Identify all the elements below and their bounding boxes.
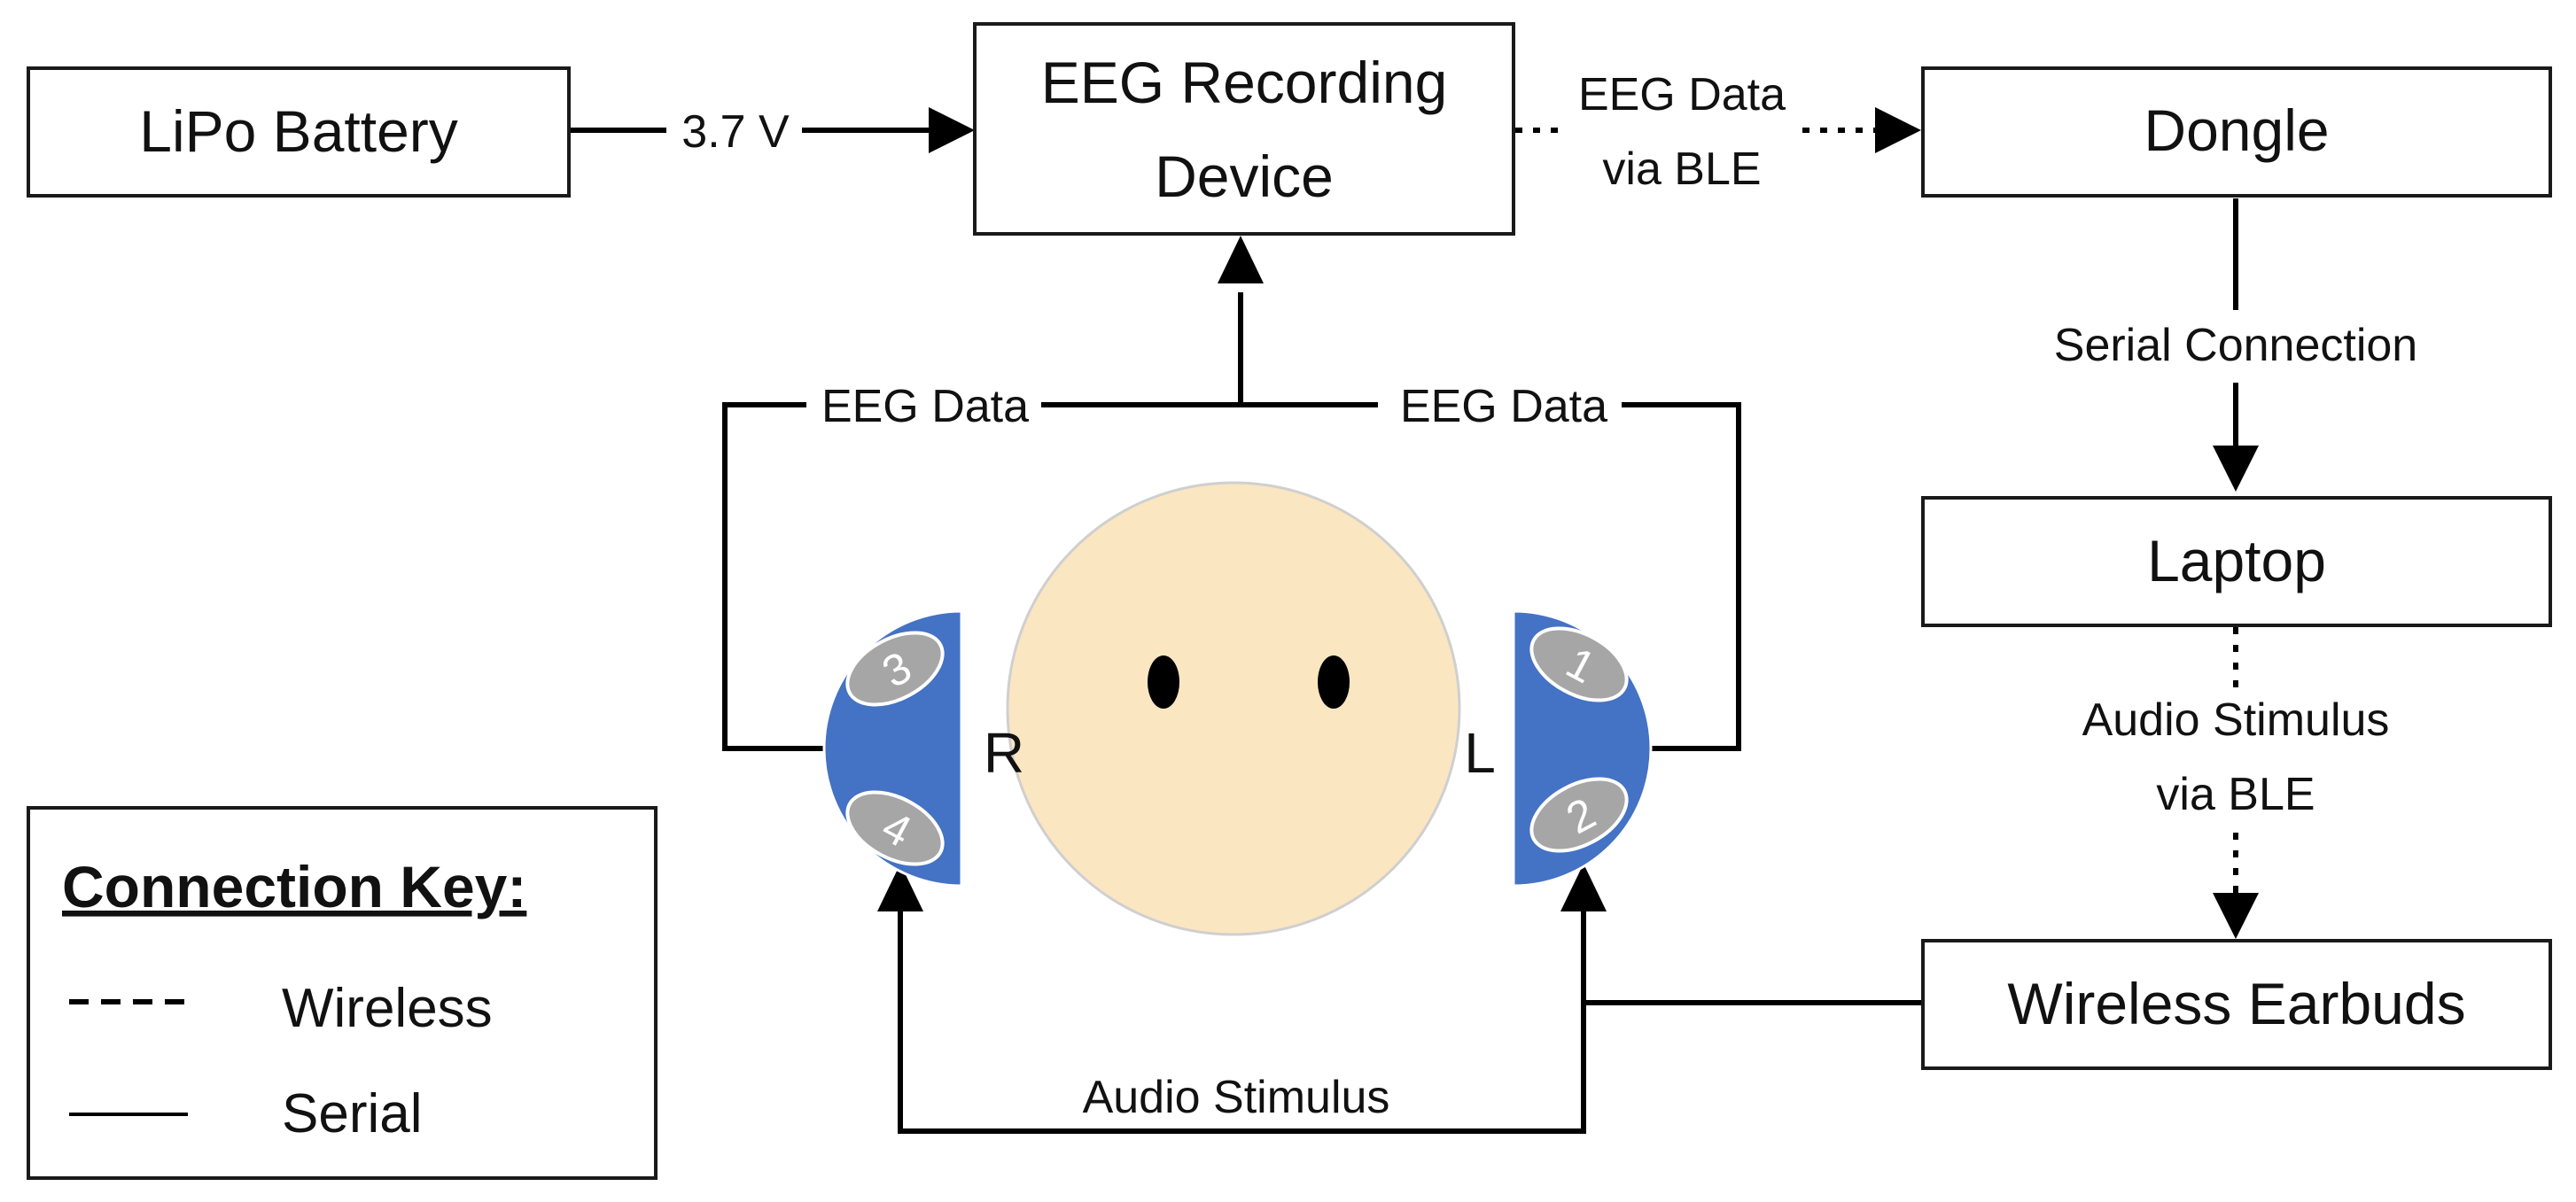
right-side-label: R xyxy=(984,721,1024,785)
left-earbud: 1 2 xyxy=(1512,609,1653,888)
eeg-data-left-wire xyxy=(1622,402,1741,751)
eeg-data-right-wire xyxy=(722,402,833,751)
ble-eeg-data-label-line1: EEG Data xyxy=(1578,69,1786,120)
eeg-data-up-arrowhead xyxy=(1218,236,1264,283)
battery-box: LiPo Battery xyxy=(27,66,571,198)
audio-ble-label-line2: via BLE xyxy=(2156,769,2315,820)
wireless-earbuds-label: Wireless Earbuds xyxy=(2007,971,2465,1036)
eeg-device-label-line2: Device xyxy=(1155,143,1334,209)
device-to-dongle-arrowhead xyxy=(1875,107,1921,153)
dongle-to-laptop-arrowhead xyxy=(2213,446,2259,492)
eeg-data-left-label: EEG Data xyxy=(1400,381,1607,432)
battery-label: LiPo Battery xyxy=(139,98,458,164)
battery-to-device-arrowhead xyxy=(929,107,975,153)
wireless-earbuds-box: Wireless Earbuds xyxy=(1921,939,2552,1070)
dongle-label: Dongle xyxy=(2144,97,2329,163)
eeg-device-label-line1: EEG Recording xyxy=(1041,50,1448,115)
eeg-data-right-label: EEG Data xyxy=(821,381,1029,432)
electrode-1 xyxy=(1529,626,1629,702)
key-wireless-label: Wireless xyxy=(282,978,493,1039)
dongle-box: Dongle xyxy=(1921,66,2552,198)
key-serial-label: Serial xyxy=(282,1083,423,1144)
head-circle xyxy=(1006,481,1461,936)
right-eye xyxy=(1148,655,1179,709)
laptop-label: Laptop xyxy=(2147,528,2326,593)
voltage-label: 3.7 V xyxy=(681,106,790,158)
serial-connection-label: Serial Connection xyxy=(2054,320,2417,371)
laptop-to-earbuds-arrowhead xyxy=(2213,893,2259,939)
ble-eeg-data-label-line2: via BLE xyxy=(1602,143,1761,195)
left-side-label: L xyxy=(1464,721,1496,785)
electrode-4 xyxy=(845,790,945,866)
electrode-2 xyxy=(1529,777,1629,853)
laptop-box: Laptop xyxy=(1921,496,2552,627)
audio-stimulus-wire xyxy=(898,905,1586,1134)
eeg-recording-device-box: EEG Recording Device xyxy=(973,22,1515,236)
right-earbud: 3 4 xyxy=(822,609,963,888)
connection-key: Connection Key: Wireless Serial xyxy=(27,806,658,1180)
audio-stimulus-label: Audio Stimulus xyxy=(1083,1072,1390,1123)
left-eye xyxy=(1318,655,1350,709)
audio-ble-label-line1: Audio Stimulus xyxy=(2082,694,2390,746)
electrode-3 xyxy=(845,631,945,707)
audio-to-left-arrowhead xyxy=(1560,864,1607,911)
head-illustration: R L xyxy=(984,481,1496,936)
audio-to-right-arrowhead xyxy=(877,864,923,911)
connection-key-title: Connection Key: xyxy=(62,854,526,919)
